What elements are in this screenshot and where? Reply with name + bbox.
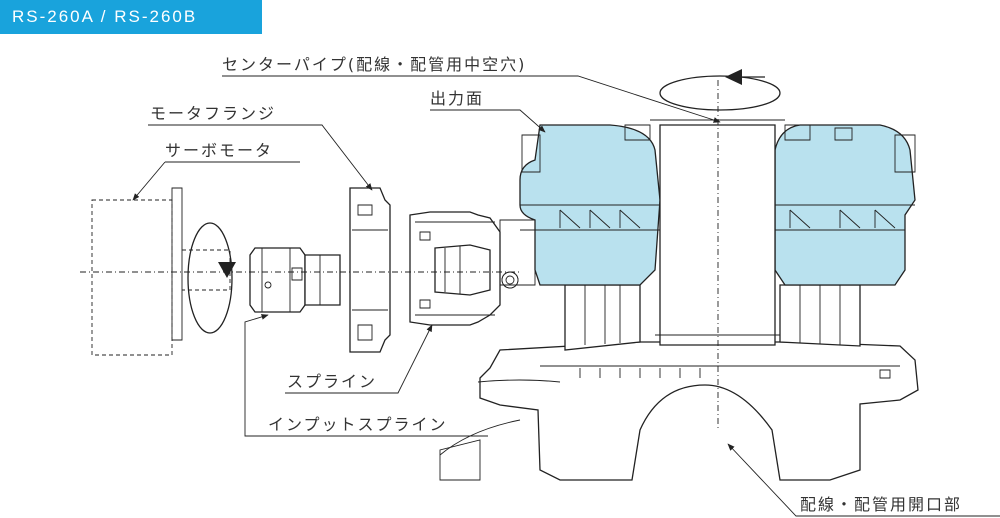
label-opening: 配線・配管用開口部 — [800, 495, 962, 514]
label-motor-flange: モータフランジ — [150, 104, 276, 123]
reducer-body-left — [519, 124, 661, 286]
label-servo-motor: サーボモータ — [165, 141, 273, 160]
label-spline: スプライン — [287, 372, 377, 391]
label-input-spline: インプットスプライン — [268, 415, 448, 434]
label-center-pipe: センターパイプ(配線・配管用中空穴) — [222, 55, 526, 74]
leader-lines — [133, 75, 1000, 517]
motor-flange — [349, 187, 391, 353]
label-output-face: 出力面 — [430, 89, 484, 108]
reducer-body-right — [774, 124, 916, 286]
rotation-arrow-icon — [187, 222, 236, 334]
input-housing — [409, 211, 519, 326]
base-housing — [439, 341, 919, 481]
rotation-arrow-icon — [659, 69, 781, 111]
lower-column — [499, 219, 861, 351]
input-spline-shaft — [249, 247, 341, 313]
model-badge: RS-260A / RS-260B — [0, 0, 262, 34]
servo-motor — [91, 187, 231, 356]
